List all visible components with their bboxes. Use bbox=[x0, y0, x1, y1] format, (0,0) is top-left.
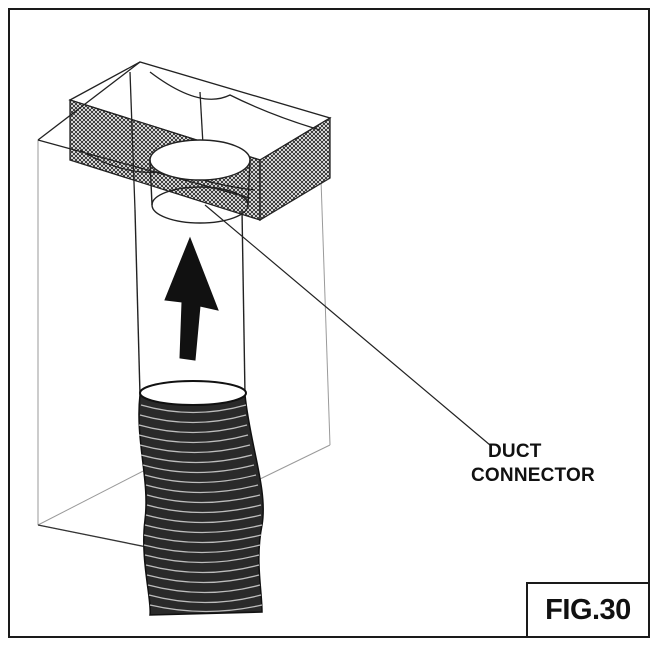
figure-label: FIG.30 bbox=[545, 593, 631, 626]
flexible-duct bbox=[138, 380, 264, 616]
figure-label-box: FIG.30 bbox=[526, 582, 650, 638]
callout-label-duct: DUCT bbox=[488, 441, 542, 462]
callout-leader-line bbox=[204, 204, 491, 446]
duct-tube bbox=[134, 209, 246, 396]
upward-arrow-icon bbox=[164, 236, 219, 361]
callout-label-connector: CONNECTOR bbox=[471, 465, 595, 486]
duct-connector bbox=[149, 139, 251, 224]
base-plane bbox=[37, 524, 153, 549]
